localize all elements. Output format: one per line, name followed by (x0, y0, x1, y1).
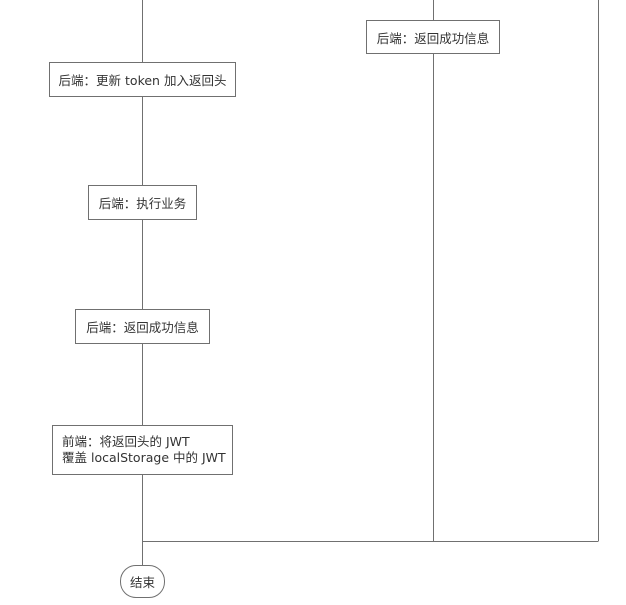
node-update-token: 后端：更新 token 加入返回头 (49, 62, 236, 97)
node-label: 后端：更新 token 加入返回头 (58, 73, 227, 88)
node-end: 结束 (120, 565, 165, 598)
node-label: 后端：执行业务 (98, 196, 187, 211)
node-return-success: 后端：返回成功信息 (75, 309, 210, 344)
node-frontend-overwrite-jwt: 前端：将返回头的 JWT 覆盖 localStorage 中的 JWT (52, 425, 233, 475)
node-label-line-2: 覆盖 localStorage 中的 JWT (62, 450, 226, 465)
node-label: 后端：返回成功信息 (376, 30, 490, 46)
node-label-line-1: 前端：将返回头的 JWT (62, 434, 190, 449)
node-label: 后端：返回成功信息 (86, 320, 199, 335)
node-right-return-success: 后端：返回成功信息 (366, 20, 500, 54)
node-execute-business: 后端：执行业务 (88, 185, 197, 220)
node-label: 结束 (129, 575, 155, 590)
